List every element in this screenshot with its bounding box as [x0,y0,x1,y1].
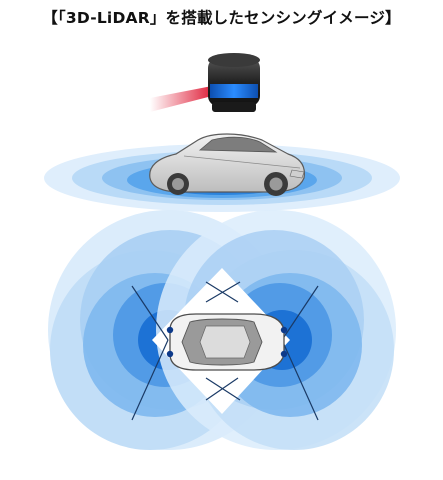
lidar-sensor-icon [150,53,260,112]
page-title: 【「3D-LiDAR」を搭載したセンシングイメージ】 [42,9,401,27]
car-perspective-icon [44,133,400,212]
car-top-view-icon [48,210,396,450]
